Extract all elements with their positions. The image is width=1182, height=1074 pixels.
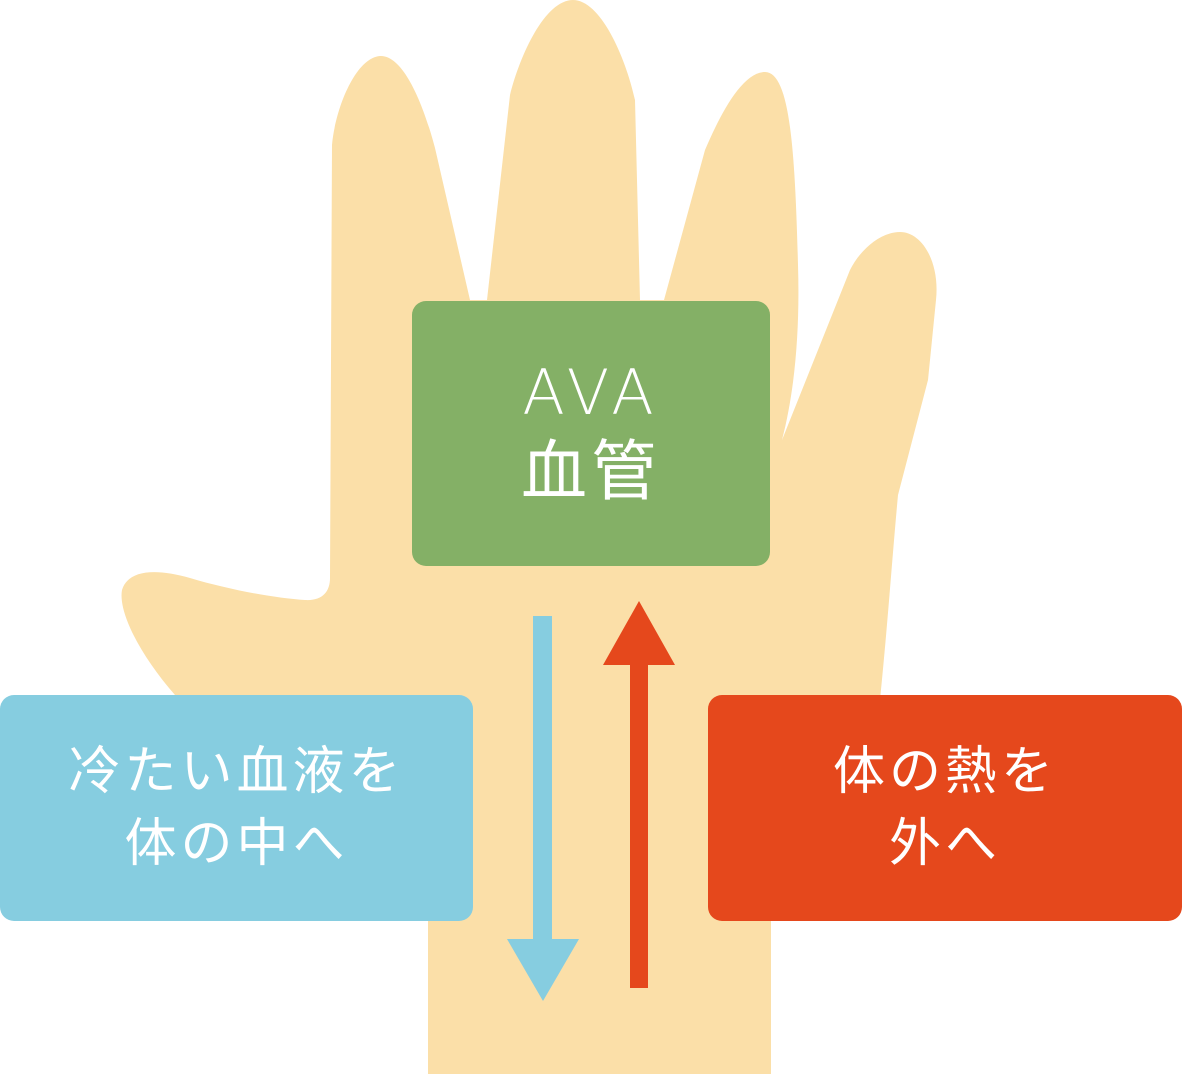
arrow-up-heat: [603, 601, 675, 988]
body-heat-box: 体の熱を 外へ: [708, 695, 1182, 921]
arrow-down-shaft: [533, 616, 552, 946]
ava-label: AVA: [522, 355, 660, 429]
arrow-up-shaft: [630, 655, 648, 988]
arrow-down-head: [507, 939, 579, 1001]
arrow-up-head: [603, 601, 675, 665]
cold-blood-box: 冷たい血液を 体の中へ: [0, 695, 473, 921]
vessel-label: 血管: [521, 432, 661, 510]
cold-blood-line1: 冷たい血液を: [68, 742, 405, 802]
body-heat-line1: 体の熱を: [832, 742, 1057, 802]
body-heat-line2: 外へ: [888, 814, 1001, 874]
ava-vessel-box: AVA 血管: [412, 301, 770, 566]
cold-blood-line2: 体の中へ: [124, 814, 349, 874]
arrow-down-cold: [507, 616, 579, 1001]
